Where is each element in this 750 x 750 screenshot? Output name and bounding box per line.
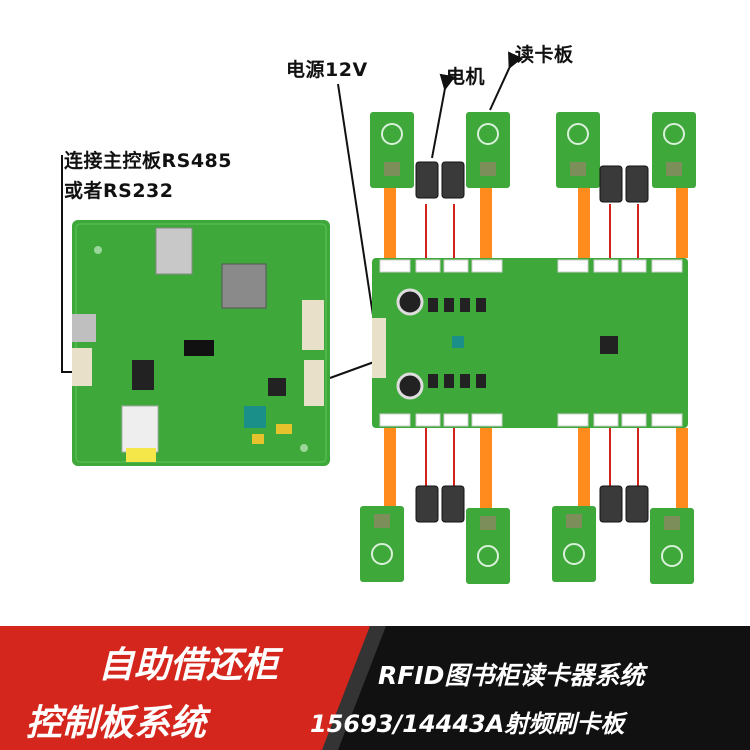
- reader-arrow: [489, 51, 523, 111]
- capacitor-bottom: [396, 372, 424, 400]
- top-reader-group: [370, 112, 696, 258]
- banner-left-line2: 控制板系统: [26, 703, 207, 744]
- label-power: 电源12V: [286, 59, 368, 81]
- reader-board: [370, 112, 414, 188]
- banner-right-line1: RFID图书柜读卡器系统: [378, 661, 645, 690]
- banner-background: [0, 626, 750, 750]
- label-motor: 电机: [446, 66, 486, 88]
- label-connect-line2: 或者RS232: [64, 180, 174, 202]
- rs485-header: [72, 348, 92, 386]
- main-control-board: [72, 220, 330, 466]
- mcu-chip: [221, 263, 267, 309]
- sim-slot: [155, 227, 193, 275]
- wifi-module: [121, 405, 159, 453]
- header-bottom: [304, 360, 324, 406]
- label-reader: 读卡板: [515, 44, 574, 66]
- expansion-board: [372, 258, 688, 428]
- power-line: [337, 83, 375, 323]
- ic-chip-2: [268, 378, 286, 396]
- banner-left-line1: 自助借还柜: [98, 645, 279, 686]
- capacitor-2: [252, 434, 264, 444]
- ic-chip: [132, 360, 154, 390]
- banner-right-line2: 15693/14443A射频刷卡板: [310, 710, 625, 738]
- usb-port: [72, 314, 96, 342]
- capacitor-top: [396, 288, 424, 316]
- capacitor: [276, 424, 292, 434]
- motor-arrow: [431, 73, 456, 159]
- buzzer: [244, 406, 266, 428]
- header-top: [302, 300, 324, 350]
- controller-chip: [600, 336, 618, 354]
- connector: [379, 259, 411, 273]
- antenna: [126, 448, 156, 462]
- power-line-2: [329, 361, 375, 379]
- power-header: [372, 318, 386, 378]
- bottom-reader-group: [360, 428, 694, 584]
- label-connect-line1: 连接主控板RS485: [64, 150, 232, 172]
- relay-chip: [184, 340, 214, 356]
